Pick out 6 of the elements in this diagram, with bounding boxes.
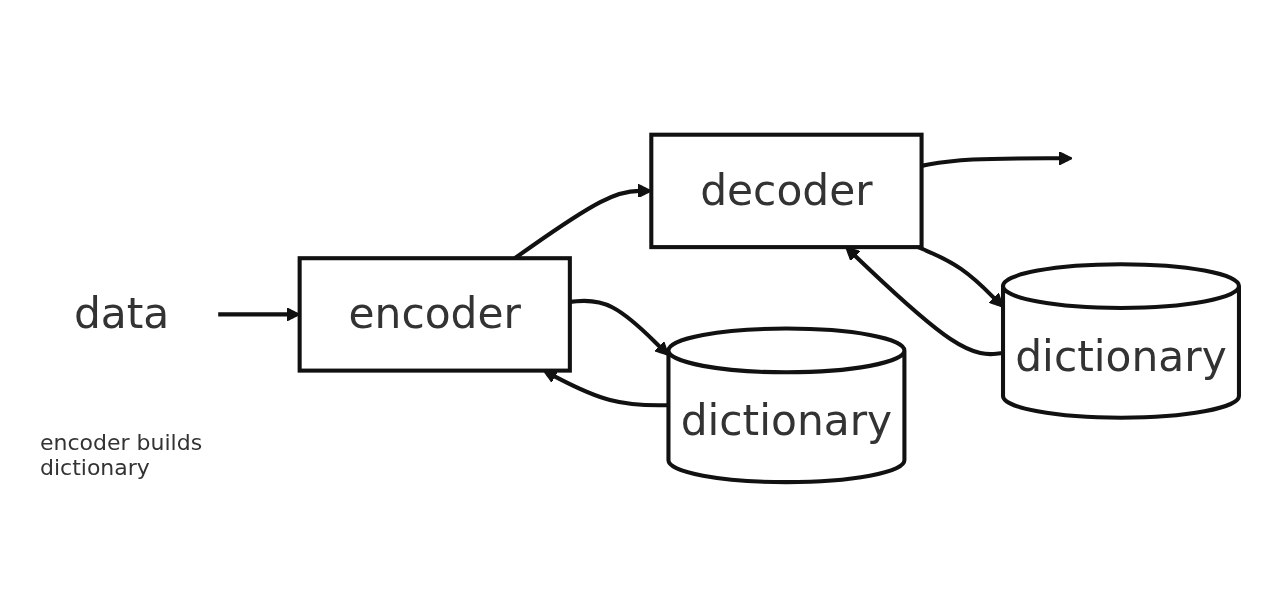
note-text: encoder builds dictionary (40, 430, 204, 480)
arrow (845, 246, 1004, 357)
node-text: data (73, 289, 170, 339)
arrow (917, 245, 1004, 308)
node-box: decoder (649, 132, 924, 250)
node-box: encoder (297, 256, 572, 373)
